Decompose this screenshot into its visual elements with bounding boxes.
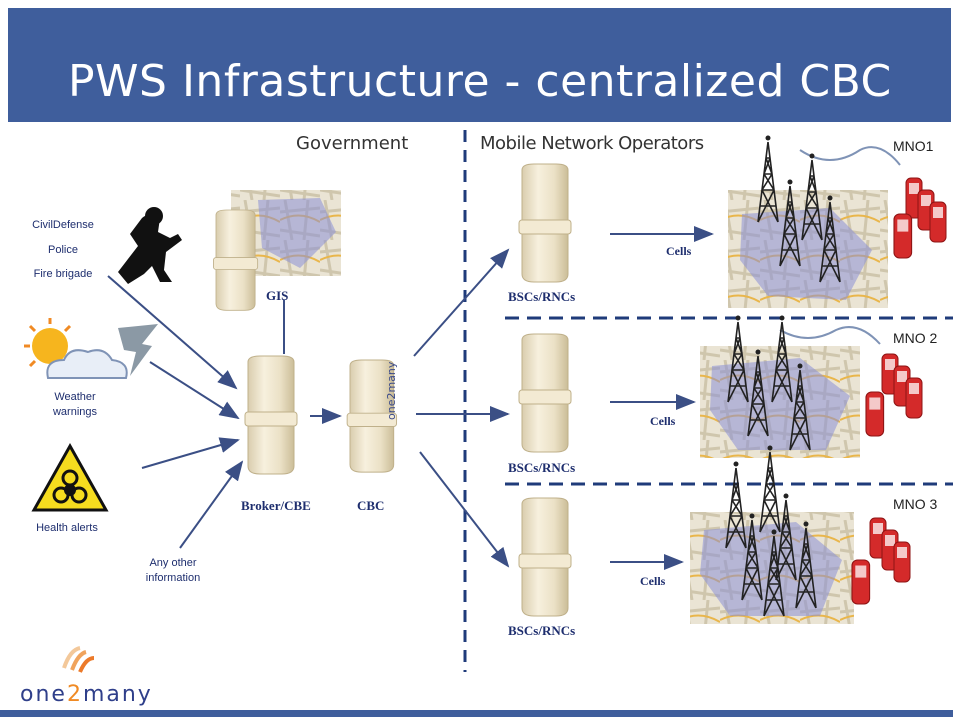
cells-label-mno2: Cells	[650, 414, 676, 428]
mno-section-label: Mobile Network Operators	[480, 133, 704, 154]
cbc-to-mno1-arrow	[413, 248, 510, 357]
one2many-logo: one2many	[20, 682, 153, 707]
cells-map-mno3-icon	[690, 444, 911, 624]
bsc-server-mno2-icon	[518, 333, 572, 453]
civil-defense-figure-icon	[118, 207, 182, 284]
cbc-label: CBC	[357, 498, 385, 513]
cells-label-mno1: Cells	[666, 244, 692, 258]
health-alerts-label: Health alerts	[36, 522, 98, 534]
gis-map-server-icon	[213, 190, 341, 311]
fire-brigade-label: Fire brigade	[33, 268, 93, 280]
cbc-to-mno3-arrow	[419, 451, 510, 568]
logo-swoosh-icon	[62, 646, 95, 673]
other-to-broker-arrow	[179, 460, 244, 549]
cells-map-mno1-icon	[728, 134, 947, 308]
weather-warning-icon	[24, 318, 158, 379]
logo-text-one: one	[20, 682, 67, 707]
mno1-label: MNO1	[893, 138, 934, 154]
title-banner: PWS Infrastructure - centralized CBC	[8, 8, 951, 122]
bsc-label-mno1: BSCs/RNCs	[508, 289, 576, 304]
biohazard-sign-icon	[31, 442, 109, 512]
cells-map-mno2-icon	[700, 314, 923, 458]
police-label: Police	[48, 244, 78, 256]
bsc-server-mno3-icon	[518, 497, 572, 617]
logo-text-many: many	[82, 682, 153, 707]
cells-label-mno3: Cells	[640, 574, 666, 588]
bsc-label-mno3: BSCs/RNCs	[508, 623, 576, 638]
gis-label: GIS	[266, 288, 289, 303]
mno2-label: MNO 2	[893, 330, 938, 346]
health-to-broker-arrow	[141, 437, 240, 469]
weather-to-broker-arrow	[149, 361, 240, 420]
logo-text-two: 2	[66, 682, 83, 707]
mno3-label: MNO 3	[893, 496, 938, 512]
civil-to-broker-arrow	[107, 275, 238, 390]
government-section-label: Government	[296, 133, 409, 154]
footer-bar	[0, 710, 953, 717]
slide-title: PWS Infrastructure - centralized CBC	[68, 56, 892, 107]
cbc-brand-label: one2many	[385, 361, 398, 420]
broker-label: Broker/CBE	[241, 498, 311, 513]
other-information-label: Any other information	[145, 557, 201, 584]
civil-defense-label: CivilDefense	[32, 219, 94, 231]
weather-warnings-label: Weather warnings	[52, 391, 98, 418]
bsc-label-mno2: BSCs/RNCs	[508, 460, 576, 475]
broker-server-icon	[244, 355, 298, 475]
bsc-server-mno1-icon	[518, 163, 572, 283]
